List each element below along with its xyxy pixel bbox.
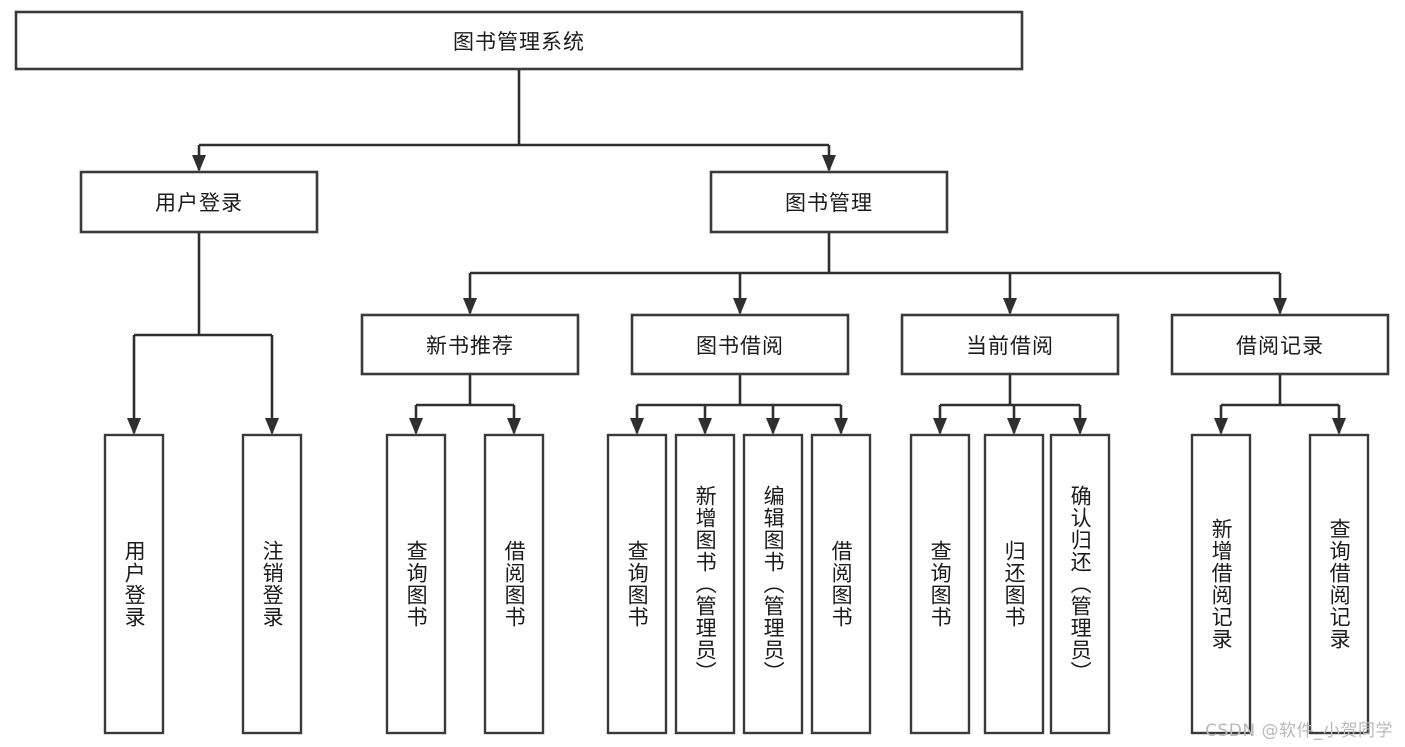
leaf-box-11-node-新增借阅记录[interactable] [1190,433,1252,735]
node-图书管理[interactable] [709,170,949,234]
leaf-box-12-node-查询借阅记录[interactable] [1308,433,1370,735]
leaf-box-8-node-查询图书[interactable] [909,433,971,735]
arrow-node-注销登录 [265,418,279,435]
node-借阅记录[interactable] [1170,313,1390,376]
node-图书借阅[interactable] [630,313,850,376]
leaf-box-6-node-编辑图书管理员[interactable] [742,433,804,735]
arrow-node-新增借阅记录 [1214,418,1228,435]
arrow-node-新书推荐 [463,298,477,315]
arrow-node-图书管理 [822,155,836,172]
box-layer [14,10,1390,735]
arrow-node-确认归还管理员 [1073,418,1087,435]
leaf-box-5-node-新增图书管理员[interactable] [674,433,736,735]
arrow-node-用户登录 [127,418,141,435]
node-图书管理系统[interactable] [14,10,1024,71]
arrow-node-查询图书 [630,418,644,435]
leaf-box-9-node-归还图书[interactable] [983,433,1045,735]
leaf-box-2-node-查询图书[interactable] [385,433,447,735]
arrow-node-图书借阅 [733,298,747,315]
arrow-node-当前借阅 [1003,298,1017,315]
leaf-box-1-node-注销登录[interactable] [241,433,303,735]
node-新书推荐[interactable] [360,313,580,376]
node-当前借阅[interactable] [900,313,1120,376]
leaf-box-4-node-查询图书[interactable] [606,433,668,735]
leaf-box-3-node-借阅图书[interactable] [483,433,545,735]
arrow-node-查询借阅记录 [1332,418,1346,435]
leaf-box-7-node-借阅图书[interactable] [810,433,872,735]
leaf-box-10-node-确认归还管理员[interactable] [1049,433,1111,735]
arrow-node-新增图书管理员 [698,418,712,435]
connector-layer [127,69,1346,435]
leaf-box-0-node-用户登录[interactable] [103,433,165,735]
arrow-node-编辑图书管理员 [766,418,780,435]
arrow-node-查询图书 [409,418,423,435]
arrow-node-查询图书 [933,418,947,435]
arrow-node-借阅记录 [1273,298,1287,315]
arrow-node-归还图书 [1007,418,1021,435]
arrow-node-借阅图书 [834,418,848,435]
csdn-watermark: CSDN @软件_小贺同学 [1205,721,1393,741]
arrow-node-借阅图书 [507,418,521,435]
node-用户登录[interactable] [79,170,319,234]
arrow-node-用户登录 [192,155,206,172]
